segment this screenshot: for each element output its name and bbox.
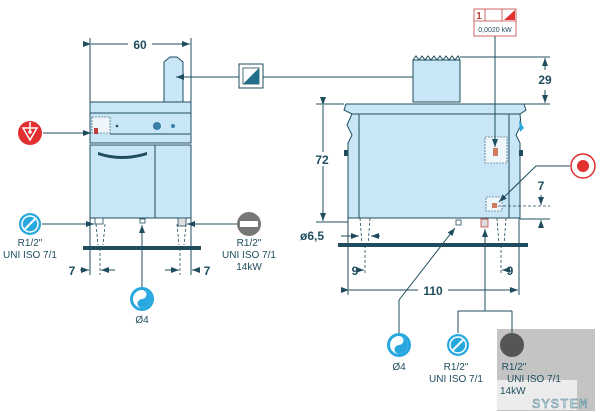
door-handle — [98, 152, 147, 159]
oven-door — [89, 144, 192, 219]
dim-width-side: 110 — [423, 284, 443, 298]
front-drain-size: Ø4 — [135, 315, 149, 326]
front-gas-size: R1/2" — [237, 238, 262, 249]
flue-icon — [238, 63, 264, 89]
electric-phase: 1 — [476, 11, 482, 22]
side-gas-icon — [500, 333, 524, 357]
drain-outlet — [139, 218, 146, 224]
side-worktop — [343, 103, 527, 115]
dim-right-offset: 7 — [204, 264, 211, 278]
side-water-icon — [447, 334, 469, 356]
drain-icon — [130, 287, 154, 311]
dim-leg-diameter: ø6,5 — [300, 229, 324, 243]
front-gas-power: 14kW — [236, 262, 262, 273]
flue-chimney — [163, 56, 184, 103]
water-inlet — [94, 217, 104, 225]
watermark-logo: SYSTEM — [497, 329, 595, 412]
side-gas-power: 14kW — [500, 386, 526, 397]
front-water-standard: UNI ISO 7/1 — [3, 250, 57, 261]
electric-rating-box: 1 0,0020 kW — [473, 8, 517, 37]
dim-left-offset: 7 — [69, 264, 76, 278]
gas-inlet-marker — [94, 128, 98, 134]
gas-connection-icon — [237, 212, 261, 236]
side-water-size: R1/2" — [444, 362, 469, 373]
dim-width-front: 60 — [133, 38, 147, 52]
equipotential-terminal — [492, 203, 497, 208]
dim-height: 72 — [315, 153, 329, 167]
control-knob — [153, 122, 161, 130]
side-view: 1 0,0020 kW 29 72 7 ø6,5 — [300, 8, 596, 397]
side-gas-size: R1/2" — [502, 362, 527, 373]
electric-connection-icon — [570, 153, 596, 179]
front-gas-standard: UNI ISO 7/1 — [222, 250, 276, 261]
front-water-size: R1/2" — [18, 238, 43, 249]
electric-terminal — [493, 148, 498, 156]
worktop — [89, 101, 192, 114]
side-water-standard: UNI ISO 7/1 — [429, 374, 483, 385]
watermark-text: SYSTEM — [532, 397, 588, 412]
side-gas-standard: UNI ISO 7/1 — [507, 374, 561, 385]
side-drain-icon — [387, 333, 411, 357]
front-view: 60 7 7 — [3, 36, 276, 326]
side-drain-size: Ø4 — [392, 362, 406, 373]
gas-inlet — [177, 217, 187, 227]
dim-side-left: 9 — [352, 264, 359, 278]
gas-triangle-icon — [18, 121, 42, 145]
dim-side-right: 9 — [507, 264, 514, 278]
flue-side — [412, 59, 461, 103]
dim-electric-height: 7 — [538, 179, 545, 193]
water-connection-icon — [19, 213, 41, 235]
electric-power: 0,0020 kW — [478, 27, 512, 34]
dim-flue-height: 29 — [538, 73, 552, 87]
side-body — [358, 113, 510, 219]
